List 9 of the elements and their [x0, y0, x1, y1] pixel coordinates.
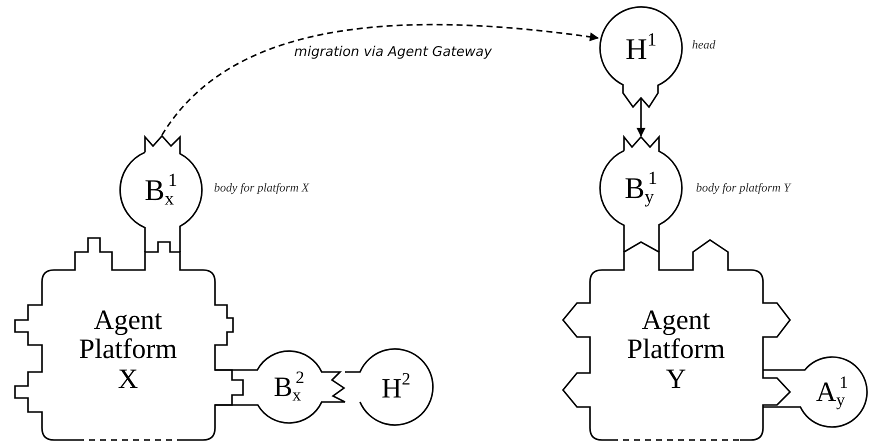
component-label: H$^{1}$ [626, 30, 656, 66]
annotation-text: body for platform Y [696, 180, 790, 196]
platform-label: Agent Platform X [78, 306, 178, 394]
arrow [636, 99, 646, 137]
annotation-text: head [692, 38, 716, 52]
component-label: H$^{2}$ [382, 370, 410, 404]
annotation-text: body for platform X [214, 180, 309, 196]
dashed-arrow [161, 24, 599, 136]
platform-label: Agent Platform Y [626, 306, 726, 394]
